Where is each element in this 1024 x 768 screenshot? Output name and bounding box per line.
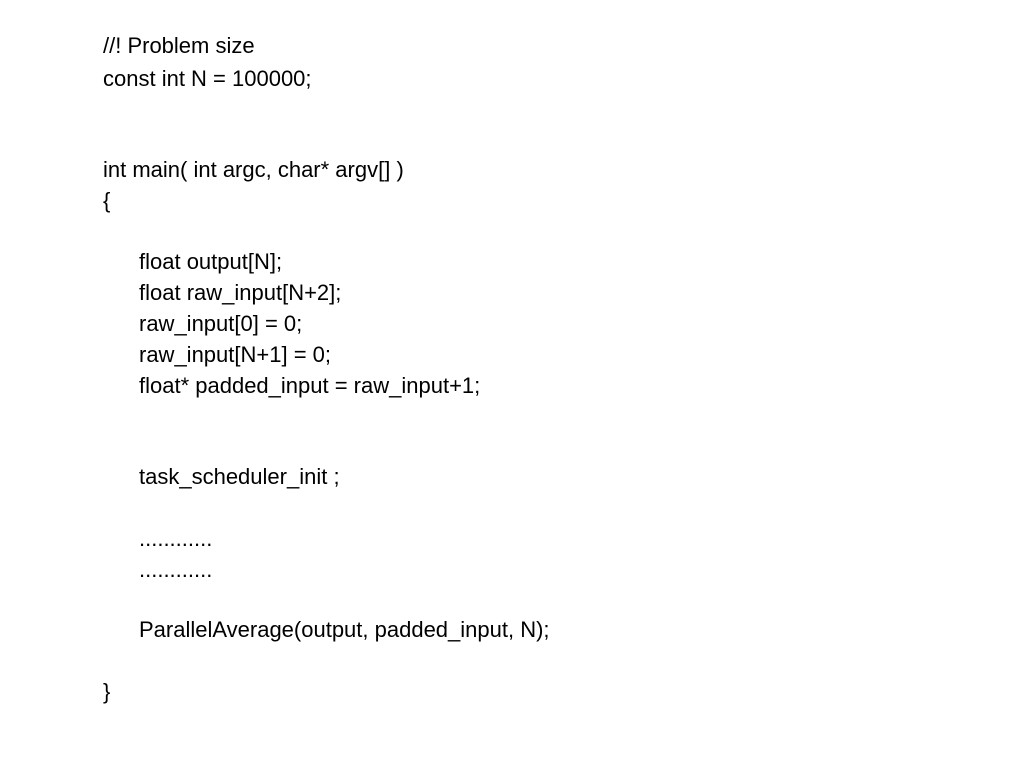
code-raw-input-first: raw_input[0] = 0;: [139, 311, 303, 336]
code-parallel-average-call: ParallelAverage(output, padded_input, N)…: [139, 617, 550, 642]
code-scheduler-init: task_scheduler_init ;: [139, 464, 340, 489]
code-ellipsis-1: ............: [139, 526, 213, 551]
code-output-declaration: float output[N];: [139, 249, 283, 274]
code-comment: //! Problem size: [103, 33, 255, 58]
code-close-brace: }: [103, 679, 111, 704]
code-main-signature: int main( int argc, char* argv[] ): [103, 157, 404, 182]
code-open-brace: {: [103, 188, 111, 213]
code-raw-input-last: raw_input[N+1] = 0;: [139, 342, 332, 367]
code-padded-input-declaration: float* padded_input = raw_input+1;: [139, 373, 481, 398]
code-ellipsis-2: ............: [139, 557, 213, 582]
code-raw-input-declaration: float raw_input[N+2];: [139, 280, 342, 305]
code-const-declaration: const int N = 100000;: [103, 66, 312, 91]
